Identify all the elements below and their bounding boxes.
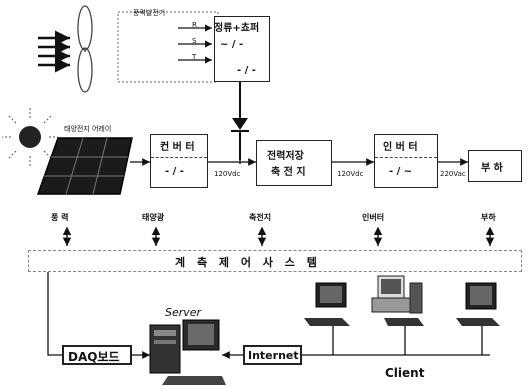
power-flow-arrows bbox=[130, 158, 468, 166]
storage-battery-box: 전력저장 축 전 지 bbox=[256, 140, 332, 186]
wind-arrows bbox=[38, 30, 70, 73]
server-label: Server bbox=[165, 306, 202, 319]
daq-board-label: DAQ보드 bbox=[68, 350, 120, 364]
converter-title: 컨 버 터 bbox=[160, 142, 195, 153]
rectifier-chopper-title: 정류+쵸퍼 bbox=[214, 23, 260, 34]
solar-panel-icon bbox=[36, 137, 133, 195]
inverter-title: 인 버 터 bbox=[383, 142, 418, 153]
daq-wiring bbox=[47, 272, 490, 359]
control-system-label: 계 측 제 어 사 스 템 bbox=[175, 256, 321, 269]
storage-line2: 축 전 지 bbox=[271, 167, 306, 178]
phase-lines bbox=[178, 24, 212, 64]
wind-generator-label: 풍력발전기 bbox=[133, 9, 166, 17]
client-computer-icon bbox=[371, 275, 424, 326]
generator-enclosure bbox=[117, 11, 219, 83]
client-computer-icon bbox=[456, 282, 500, 326]
phase-label-s: S bbox=[192, 37, 197, 45]
monitor-label-solar: 태양광 bbox=[142, 213, 165, 222]
solar-array-label: 태양전지 어레이 bbox=[64, 125, 112, 133]
diode-icon bbox=[231, 118, 249, 132]
inverter-symbol: - / ~ bbox=[389, 166, 413, 177]
monitor-label-load: 부하 bbox=[481, 213, 496, 222]
rectifier-symbol: ~ / - bbox=[220, 39, 244, 50]
monitor-label-battery: 축전지 bbox=[249, 213, 272, 222]
internet-box: Internet bbox=[243, 345, 302, 365]
client-label: Client bbox=[385, 366, 425, 380]
internet-label: Internet bbox=[248, 349, 299, 362]
voltage-label-1: 120Vdc bbox=[214, 170, 241, 178]
daq-board-box: DAQ보드 bbox=[62, 345, 132, 365]
server-computer-icon bbox=[149, 319, 226, 385]
phase-label-t: T bbox=[192, 53, 197, 61]
voltage-label-2: 120Vdc bbox=[337, 170, 364, 178]
voltage-label-3: 220Vac bbox=[440, 170, 466, 178]
load-box: 부 하 bbox=[468, 150, 522, 182]
sun-icon bbox=[2, 108, 58, 166]
client-computer-icon bbox=[304, 282, 350, 326]
monitor-label-inverter: 인버터 bbox=[362, 213, 385, 222]
converter-box: 컨 버 터 - / - bbox=[150, 134, 208, 188]
measurement-links bbox=[62, 226, 495, 246]
phase-label-r: R bbox=[192, 21, 197, 29]
load-title: 부 하 bbox=[481, 163, 503, 174]
inverter-box: 인 버 터 - / ~ bbox=[374, 134, 438, 188]
converter-symbol: - / - bbox=[165, 166, 184, 177]
wind-turbine-icon bbox=[77, 5, 93, 93]
storage-line1: 전력저장 bbox=[267, 151, 304, 162]
chopper-symbol: - / - bbox=[237, 65, 256, 76]
control-system-bar: 계 측 제 어 사 스 템 bbox=[28, 250, 522, 272]
rectifier-chopper-box: 정류+쵸퍼 ~ / - - / - bbox=[214, 16, 270, 82]
monitor-label-wind: 풍 력 bbox=[51, 213, 69, 222]
